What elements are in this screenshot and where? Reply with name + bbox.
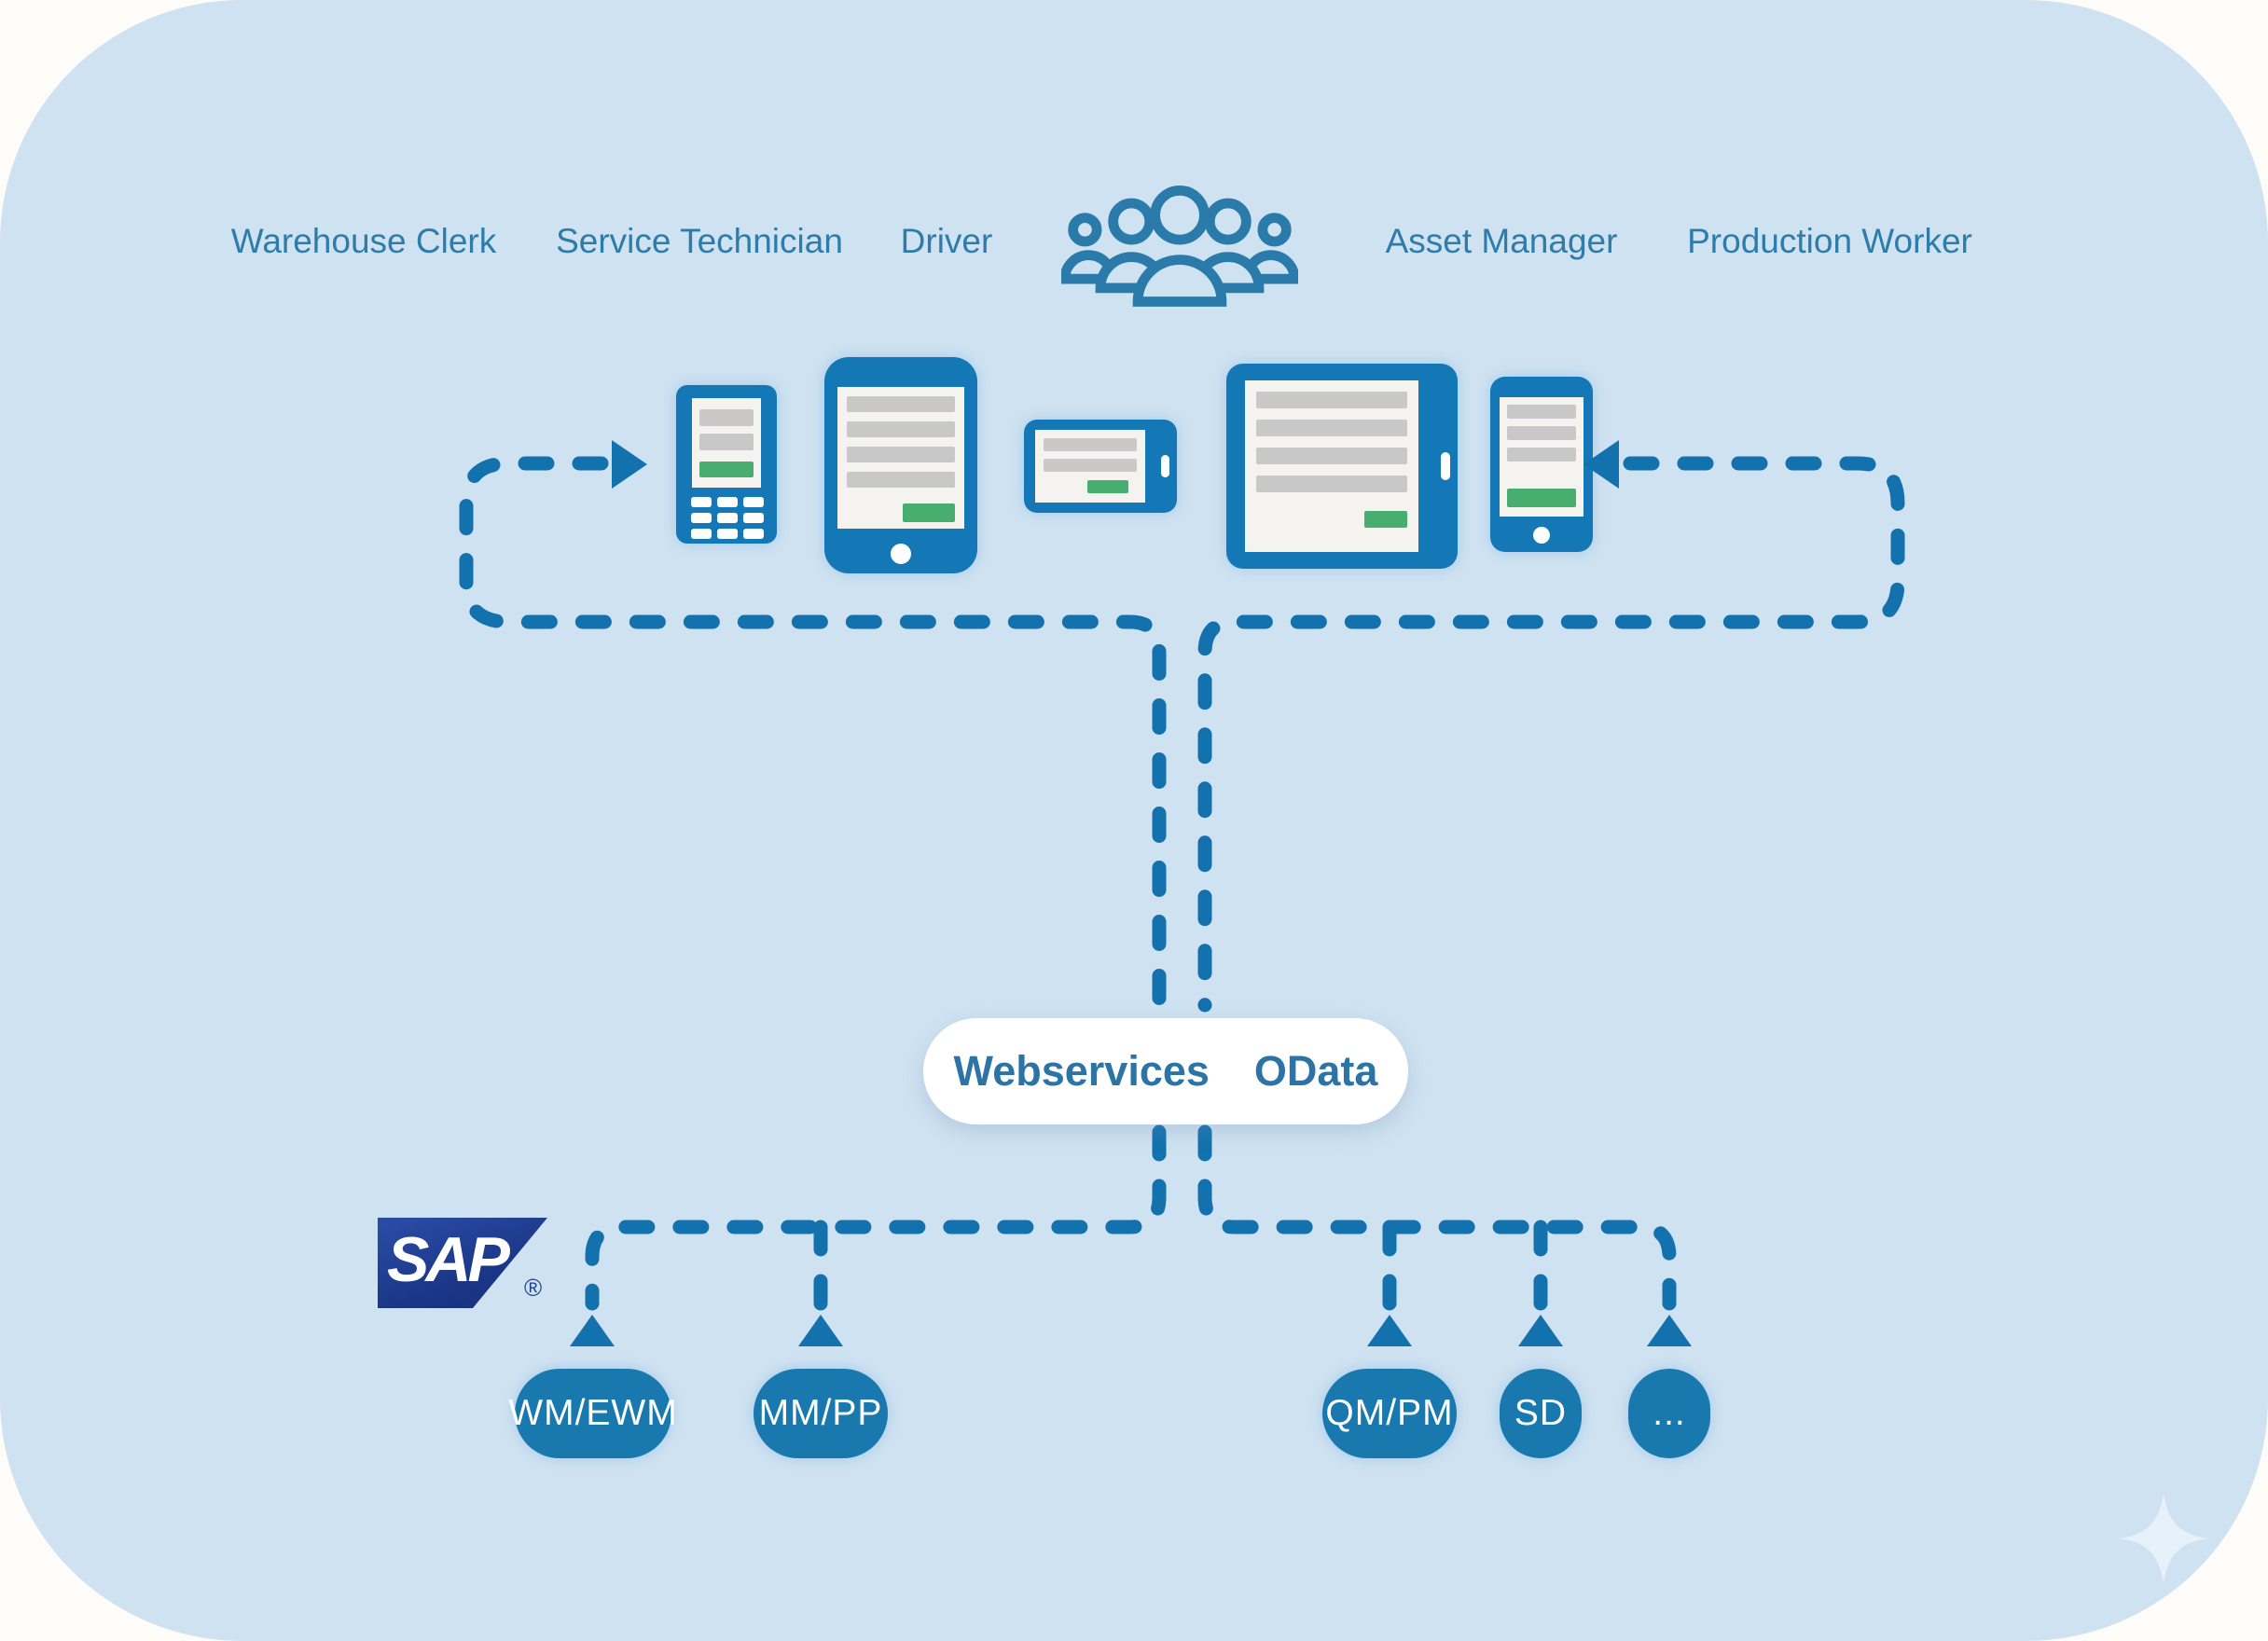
middleware-pill: Webservices OData (923, 1018, 1408, 1124)
tablet-home-button (1441, 452, 1450, 480)
sparkle-icon (2119, 1494, 2208, 1583)
module-label-wmewm: WM/EWM (508, 1393, 678, 1433)
module-oval-more: ... (1628, 1369, 1710, 1458)
module-oval-mmpp: MM/PP (754, 1369, 888, 1458)
tablet-screen (1245, 380, 1418, 552)
role-label-driver: Driver (900, 222, 993, 260)
landscape-phone-icon (1024, 420, 1177, 513)
sap-registered-mark: ® (524, 1274, 543, 1302)
odata-label: OData (1253, 1047, 1378, 1095)
small-phone-icon (1490, 377, 1593, 552)
tablet-icon (1226, 364, 1458, 569)
small-phone-home-button (1533, 527, 1550, 544)
smartphone-screen (837, 387, 964, 529)
module-label-sd: SD (1514, 1393, 1568, 1433)
module-label-qmpm: QM/PM (1325, 1393, 1454, 1433)
module-label-mmpp: MM/PP (758, 1393, 883, 1433)
role-label-service-technician: Service Technician (556, 222, 843, 260)
people-group-icon (1061, 185, 1298, 307)
module-label-more: ... (1653, 1393, 1686, 1433)
module-oval-qmpm: QM/PM (1322, 1369, 1457, 1458)
webservices-label: Webservices (953, 1047, 1210, 1095)
role-label-asset-manager: Asset Manager (1385, 222, 1618, 260)
landscape-phone-screen (1035, 430, 1145, 503)
smartphone-icon (824, 357, 977, 573)
module-oval-wmewm: WM/EWM (508, 1369, 677, 1458)
feature-phone-icon (676, 385, 777, 544)
role-label-warehouse-clerk: Warehouse Clerk (230, 222, 497, 260)
role-label-production-worker: Production Worker (1687, 222, 1972, 260)
landscape-phone-home-button (1161, 455, 1169, 477)
small-phone-screen (1500, 397, 1583, 517)
feature-phone-screen (692, 398, 761, 488)
smartphone-home-button (891, 544, 911, 564)
module-oval-sd: SD (1500, 1369, 1582, 1458)
sap-logo-text: SAP (387, 1224, 510, 1295)
